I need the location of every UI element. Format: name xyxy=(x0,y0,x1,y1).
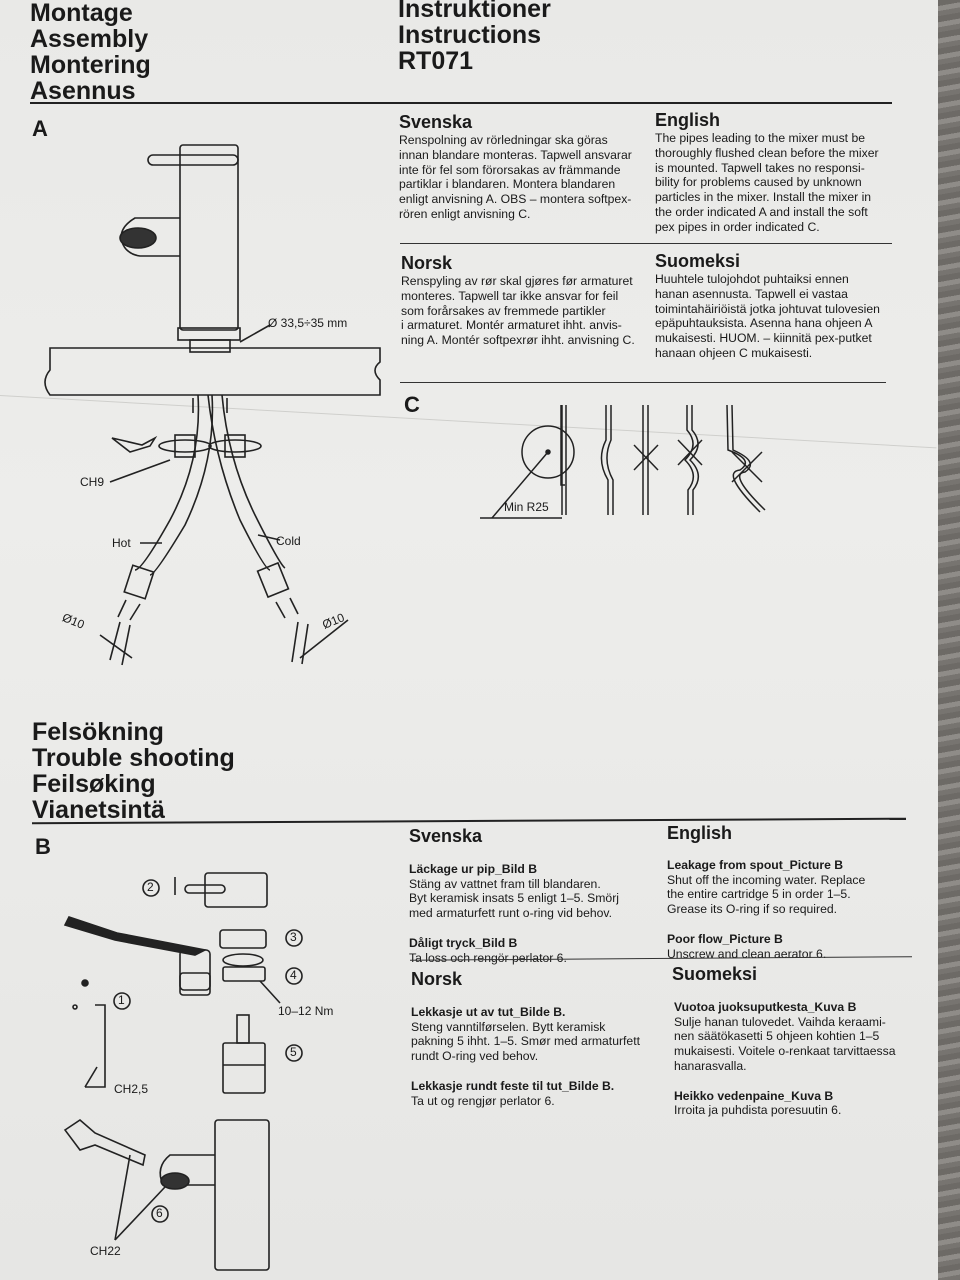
wrench-ch22 xyxy=(63,1118,146,1167)
wrench-size-ch9: CH9 xyxy=(80,475,105,489)
title-line: Felsökning xyxy=(32,718,164,746)
suomeksi-heading: Suomeksi xyxy=(655,251,741,271)
norsk-assembly-text: Renspyling av rør skal gjøres før armatu… xyxy=(401,274,635,348)
countertop-section xyxy=(44,347,381,396)
english-leakage-text: Shut off the incoming water. Replace the… xyxy=(667,872,866,917)
figure-letter-c: C xyxy=(404,392,420,417)
svenska-heading: Svenska xyxy=(409,826,483,846)
model-number: RT071 xyxy=(398,47,474,75)
title-line: Trouble shooting xyxy=(32,744,235,772)
cold-label: Cold xyxy=(276,534,301,548)
cold-hose xyxy=(207,394,271,571)
ceramic-cartridge xyxy=(222,1042,266,1094)
norsk-heading: Norsk xyxy=(401,253,453,273)
title-line: Assembly xyxy=(30,25,149,53)
title-line: Instructions xyxy=(398,21,542,49)
step-circle-5 xyxy=(285,1044,303,1062)
title-line: Vianetsintä xyxy=(32,796,165,824)
min-radius-circle xyxy=(521,425,575,479)
step-circle-2 xyxy=(142,879,160,897)
svenska-sub-flow: Dåligt tryck_Bild B xyxy=(409,935,518,950)
base-thread xyxy=(189,339,231,353)
svenska-sub-leakage: Läckage ur pip_Bild B xyxy=(409,861,537,876)
svenska-flow-text: Ta loss och rengör perlator 6. xyxy=(409,950,567,965)
step-5: 5 xyxy=(290,1045,297,1059)
svenska-leakage-text: Stäng av vattnet fram till blandaren. By… xyxy=(409,876,619,921)
svenska-assembly-text: Renspolning av rörledningar ska göras in… xyxy=(399,133,632,221)
assembly-title: Montage Assembly Montering Asennus xyxy=(30,0,151,104)
step-circle-1 xyxy=(113,992,131,1010)
suomeksi-pressure-text: Irroita ja puhdista poresuutin 6. xyxy=(674,1103,842,1118)
min-radius-label: Min R25 xyxy=(504,500,549,514)
norsk-leakage-text: Steng vanntilførselen. Bytt keramisk pak… xyxy=(411,1019,640,1064)
svenska-troubleshooting: Läckage ur pip_Bild B Stäng av vattnet f… xyxy=(409,847,619,980)
title-line: Feilsøking xyxy=(32,770,156,798)
step-4: 4 xyxy=(290,968,297,982)
aerator xyxy=(119,227,157,249)
header-rule xyxy=(30,102,892,104)
english-heading: English xyxy=(655,110,721,130)
step-1: 1 xyxy=(118,993,125,1007)
text-divider xyxy=(400,243,892,244)
step-circle-4 xyxy=(285,967,303,985)
instruction-sheet xyxy=(0,0,938,1280)
title-line: Montering xyxy=(30,51,151,79)
wooden-surface-background xyxy=(938,0,960,1280)
wrench-size-ch22: CH22 xyxy=(90,1244,121,1258)
handle-lever xyxy=(147,154,239,166)
step-2: 2 xyxy=(147,880,154,894)
step-6: 6 xyxy=(156,1206,163,1220)
instructions-title: Instruktioner Instructions RT071 xyxy=(398,0,551,74)
svenska-heading: Svenska xyxy=(399,112,473,132)
suomeksi-troubleshooting: Vuotoa juoksuputkesta_Kuva B Sulje hanan… xyxy=(674,985,896,1133)
title-line: Montage xyxy=(30,0,133,27)
fixing-nut-left xyxy=(174,434,196,458)
step-circle-3 xyxy=(285,929,303,947)
title-line: Instruktioner xyxy=(398,0,551,23)
mixer-body xyxy=(179,144,239,331)
mixer-body-lower xyxy=(214,1119,270,1271)
suomeksi-heading: Suomeksi xyxy=(672,964,758,984)
suomeksi-sub-leakage: Vuotoa juoksuputkesta_Kuva B xyxy=(674,999,857,1014)
suomeksi-leakage-text: Sulje hanan tulovedet. Vaihda keraami- n… xyxy=(674,1014,896,1073)
english-heading: English xyxy=(667,823,733,843)
mixer-installation-drawing xyxy=(44,144,381,666)
text-divider xyxy=(400,382,886,383)
suomeksi-assembly-text: Huuhtele tulojohdot puhtaiksi ennen hana… xyxy=(655,272,880,360)
norsk-sub-mount: Lekkasje rundt feste til tut_Bilde B. xyxy=(411,1078,615,1093)
cartridge-replacement-drawing xyxy=(63,872,303,1271)
hot-label: Hot xyxy=(112,536,131,550)
step-3: 3 xyxy=(290,930,297,944)
norsk-heading: Norsk xyxy=(411,969,463,989)
norsk-mount-text: Ta ut og rengjør perlator 6. xyxy=(411,1093,555,1108)
hot-hose xyxy=(134,394,200,571)
figure-letter-b: B xyxy=(35,834,51,859)
handle-cap xyxy=(204,872,268,908)
english-sub-leakage: Leakage from spout_Picture B xyxy=(667,857,844,872)
torque-label: 10–12 Nm xyxy=(278,1004,334,1018)
hex-key-size: CH2,5 xyxy=(114,1082,149,1096)
wrench-ch9 xyxy=(111,435,158,453)
title-line: Asennus xyxy=(30,77,136,105)
norsk-sub-leakage: Lekkasje ut av tut_Bilde B. xyxy=(411,1004,566,1019)
english-sub-flow: Poor flow_Picture B xyxy=(667,931,783,946)
norsk-troubleshooting: Lekkasje ut av tut_Bilde B. Steng vannti… xyxy=(411,990,640,1123)
troubleshooting-title: Felsökning Trouble shooting Feilsøking V… xyxy=(32,719,235,823)
step-circle-6 xyxy=(151,1205,169,1223)
english-flow-text: Unscrew and clean aerator 6. xyxy=(667,946,827,961)
suomeksi-sub-pressure: Heikko vedenpaine_Kuva B xyxy=(674,1088,834,1103)
thread-diameter-label: Ø 33,5÷35 mm xyxy=(268,316,348,330)
english-troubleshooting: Leakage from spout_Picture B Shut off th… xyxy=(667,843,865,976)
figure-letter-a: A xyxy=(32,116,48,141)
pex-pipe-bending-drawing xyxy=(480,404,766,519)
english-assembly-text: The pipes leading to the mixer must be t… xyxy=(655,131,879,234)
fixing-nut-right xyxy=(224,434,246,458)
